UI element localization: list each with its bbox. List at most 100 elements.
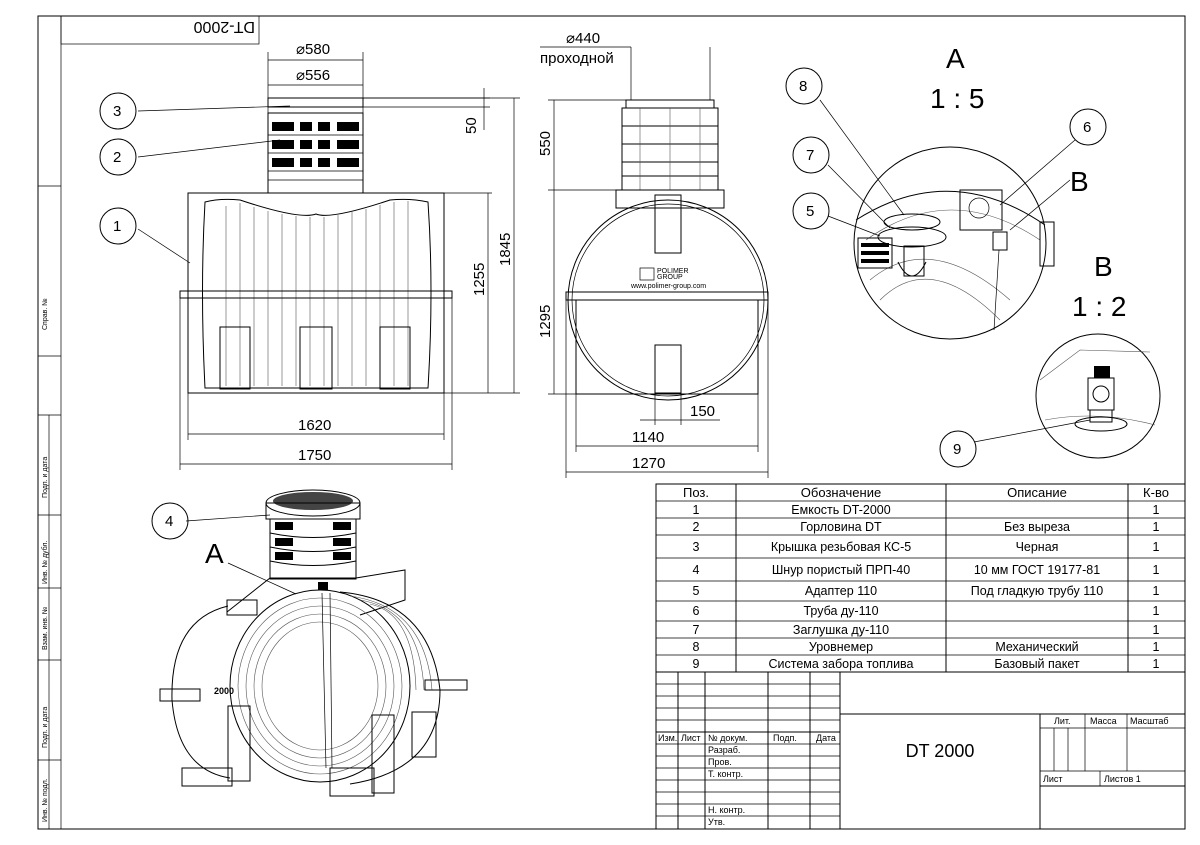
spec-header-qty: К-во bbox=[1143, 485, 1169, 500]
spec-row: 1 Емкость DT-2000 1 bbox=[693, 503, 1160, 517]
iso-view: 2000 A 4 bbox=[151, 489, 468, 797]
side-view: ⌀440 проходной POLIMER GROUP bbox=[537, 30, 769, 478]
tb-masshtab: Масштаб bbox=[1130, 716, 1169, 726]
sheet-frame bbox=[37, 15, 1186, 830]
tb-prov: Пров. bbox=[708, 757, 732, 767]
spec-cell-designation: Шнур пористый ПРП-40 bbox=[772, 563, 910, 577]
dim-side-slot: 150 bbox=[690, 403, 715, 420]
detail-a-scale: 1 : 5 bbox=[930, 83, 984, 114]
detail-a-contents bbox=[855, 189, 1055, 331]
spec-row: 6 Труба ду-110 1 bbox=[693, 604, 1160, 618]
spec-cell-designation: Уровнемер bbox=[809, 640, 873, 654]
spec-cell-designation: Крышка резьбовая КС-5 bbox=[771, 540, 911, 554]
spec-cell-pos: 9 bbox=[693, 657, 700, 671]
spec-cell-pos: 6 bbox=[693, 604, 700, 618]
spec-table: Поз. Обозначение Описание К-во 1 Емкость… bbox=[655, 483, 1186, 673]
spec-cell-designation: Емкость DT-2000 bbox=[791, 503, 890, 517]
callout-9: 9 bbox=[953, 441, 961, 458]
detail-b: B 1 : 2 9 bbox=[939, 251, 1161, 468]
dim-front-gap: 50 bbox=[463, 117, 480, 134]
spec-row: 2 Горловина DT Без выреза 1 bbox=[693, 520, 1160, 534]
spec-cell-designation: Заглушка ду-110 bbox=[793, 623, 889, 637]
detail-a-sub-letter: B bbox=[1070, 166, 1089, 197]
spec-cell-designation: Адаптер 110 bbox=[805, 584, 877, 598]
spec-row: 5 Адаптер 110 Под гладкую трубу 110 1 bbox=[693, 584, 1160, 598]
dim-side-neck: 550 bbox=[537, 131, 554, 156]
spec-header-pos: Поз. bbox=[683, 485, 709, 500]
logo-line-2: GROUP bbox=[657, 274, 683, 281]
iso-neck bbox=[269, 518, 357, 580]
front-body-ribs bbox=[225, 201, 409, 386]
spec-cell-qty: 1 bbox=[1153, 563, 1160, 577]
spec-row: 7 Заглушка ду-110 1 bbox=[693, 623, 1160, 637]
tb-lit: Лит. bbox=[1054, 716, 1071, 726]
spec-cell-qty: 1 bbox=[1153, 640, 1160, 654]
tb-drawing-name: DT 2000 bbox=[906, 741, 975, 761]
tb-tkontr: Т. контр. bbox=[708, 769, 743, 779]
callout-5: 5 bbox=[806, 203, 814, 220]
side-label-podp-2: Подп. и дата bbox=[42, 707, 49, 748]
callout-2: 2 bbox=[113, 149, 121, 166]
tb-utv: Утв. bbox=[708, 817, 725, 827]
detail-a-letter: A bbox=[946, 43, 965, 74]
spec-cell-pos: 7 bbox=[693, 623, 700, 637]
dim-front-d556: ⌀556 bbox=[296, 67, 330, 84]
spec-row: 9 Система забора топлива Базовый пакет 1 bbox=[693, 657, 1160, 671]
front-neck-ribs bbox=[267, 112, 364, 194]
spec-cell-designation: Горловина DT bbox=[800, 520, 882, 534]
spec-cell-qty: 1 bbox=[1153, 584, 1160, 598]
logo-line-1: POLIMER bbox=[657, 268, 689, 275]
spec-cell-pos: 3 bbox=[693, 540, 700, 554]
spec-cell-pos: 5 bbox=[693, 584, 700, 598]
spec-cell-description: Без выреза bbox=[1004, 520, 1070, 534]
dim-side-pass-label: проходной bbox=[540, 50, 614, 67]
mirrored-stamp: DT-2000 bbox=[60, 15, 260, 45]
spec-cell-qty: 1 bbox=[1153, 623, 1160, 637]
tb-izm: Изм. bbox=[658, 733, 677, 743]
spec-cell-description: Под гладкую трубу 110 bbox=[971, 584, 1103, 598]
callout-7: 8 bbox=[799, 78, 807, 95]
dim-side-width-1: 1140 bbox=[632, 429, 664, 446]
dim-front-d580: ⌀580 bbox=[296, 41, 330, 58]
spec-cell-description: 10 мм ГОСТ 19177-81 bbox=[974, 563, 1100, 577]
dim-side-body: 1295 bbox=[537, 305, 554, 338]
tb-sheets: Листов 1 bbox=[1104, 774, 1141, 784]
title-block: Изм. Лист № докум. Подп. Дата Разраб. Пр… bbox=[655, 671, 1186, 830]
front-view: ⌀580 ⌀556 50 1845 1255 1620 1750 3 2 bbox=[99, 41, 520, 470]
callout-6: 7 bbox=[806, 147, 814, 164]
detail-b-scale: 1 : 2 bbox=[1072, 291, 1126, 322]
spec-cell-qty: 1 bbox=[1153, 604, 1160, 618]
iso-letter-a: A bbox=[205, 538, 224, 569]
spec-cell-qty: 1 bbox=[1153, 657, 1160, 671]
dim-side-width-2: 1270 bbox=[632, 455, 665, 472]
spec-header-designation: Обозначение bbox=[801, 485, 881, 500]
spec-cell-designation: Труба ду-110 bbox=[803, 604, 878, 618]
dim-front-width-body: 1620 bbox=[298, 417, 331, 434]
callout-8: 6 bbox=[1083, 119, 1091, 136]
tb-nkontr: Н. контр. bbox=[708, 805, 745, 815]
tb-razrab: Разраб. bbox=[708, 745, 740, 755]
polimer-group-logo: POLIMER GROUP www.polimer-group.com bbox=[630, 267, 706, 290]
spec-cell-qty: 1 bbox=[1153, 503, 1160, 517]
callout-1: 1 bbox=[113, 218, 121, 235]
spec-cell-description: Черная bbox=[1016, 540, 1059, 554]
side-label-inv-dubl: Инв. № дубл. bbox=[41, 541, 49, 584]
spec-cell-description: Механический bbox=[995, 640, 1078, 654]
dim-front-height-body: 1255 bbox=[471, 263, 488, 296]
side-label-inv-podl: Инв. № подл. bbox=[42, 778, 49, 822]
side-label-sprav: Справ. № bbox=[42, 298, 49, 330]
dim-side-d440: ⌀440 bbox=[566, 30, 600, 47]
callout-3: 3 bbox=[113, 103, 121, 120]
spec-row: 4 Шнур пористый ПРП-40 10 мм ГОСТ 19177-… bbox=[693, 563, 1160, 577]
tb-list: Лист bbox=[681, 733, 701, 743]
dim-front-height-total: 1845 bbox=[497, 233, 514, 266]
iso-body-rings bbox=[229, 589, 441, 785]
spec-cell-pos: 4 bbox=[693, 563, 700, 577]
spec-cell-designation: Система забора топлива bbox=[768, 657, 913, 671]
tb-sign: Подп. bbox=[773, 733, 797, 743]
detail-b-letter: B bbox=[1094, 251, 1113, 282]
side-neck-ribs bbox=[622, 108, 718, 190]
spec-cell-qty: 1 bbox=[1153, 520, 1160, 534]
side-stamp-labels: Справ. № Подп. и дата Инв. № дубл. Взам.… bbox=[41, 298, 49, 822]
